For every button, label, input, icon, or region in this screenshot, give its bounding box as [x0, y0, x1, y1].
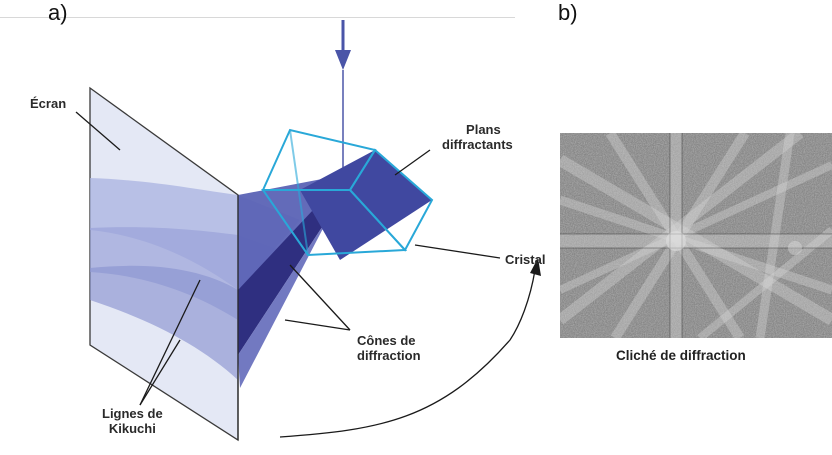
top-divider-line [0, 17, 515, 18]
leader-cristal [414, 244, 501, 259]
zone-axis-secondary [788, 241, 802, 255]
label-ecran: Écran [30, 96, 67, 111]
kikuchi-bands [560, 133, 832, 338]
kikuchi-sheet-bottom [90, 265, 238, 380]
curved-arrow-head [530, 258, 541, 276]
panel-b-label: b) [558, 0, 578, 25]
diffracting-plane-band [300, 150, 432, 260]
leader-kikuchi-2 [139, 339, 181, 406]
leader-ecran [75, 111, 121, 151]
panel-a-label: a) [48, 0, 68, 25]
diffraction-cone-lower [238, 215, 330, 388]
label-cones-line1: Cônes de [357, 333, 416, 348]
label-lignes-kikuchi: Lignes de Kikuchi [102, 406, 163, 436]
label-plans-diffractants: Plans diffractants [442, 122, 513, 152]
leader-kikuchi-1 [139, 279, 201, 406]
label-kikuchi-line2: Kikuchi [108, 421, 156, 436]
crystal-cube [261, 128, 434, 257]
diffraction-cone-dark [238, 178, 343, 355]
label-cones-diffraction: Cônes de diffraction [357, 333, 421, 363]
pattern-caption: Cliché de diffraction [616, 348, 746, 363]
leader-cone-1 [289, 264, 351, 331]
label-cristal: Cristal [505, 252, 546, 267]
label-kikuchi-line1: Lignes de [102, 406, 163, 421]
zone-axis-center [666, 231, 686, 251]
curved-arrow-to-pattern [279, 269, 536, 438]
label-plans-line1: Plans [466, 122, 501, 137]
leader-cone-2 [284, 319, 351, 331]
label-plans-line2: diffractants [442, 137, 513, 152]
leader-lines [75, 111, 501, 406]
leader-plans [394, 149, 431, 176]
label-cones-line2: diffraction [357, 348, 421, 363]
incident-beam-arrow [335, 20, 351, 178]
